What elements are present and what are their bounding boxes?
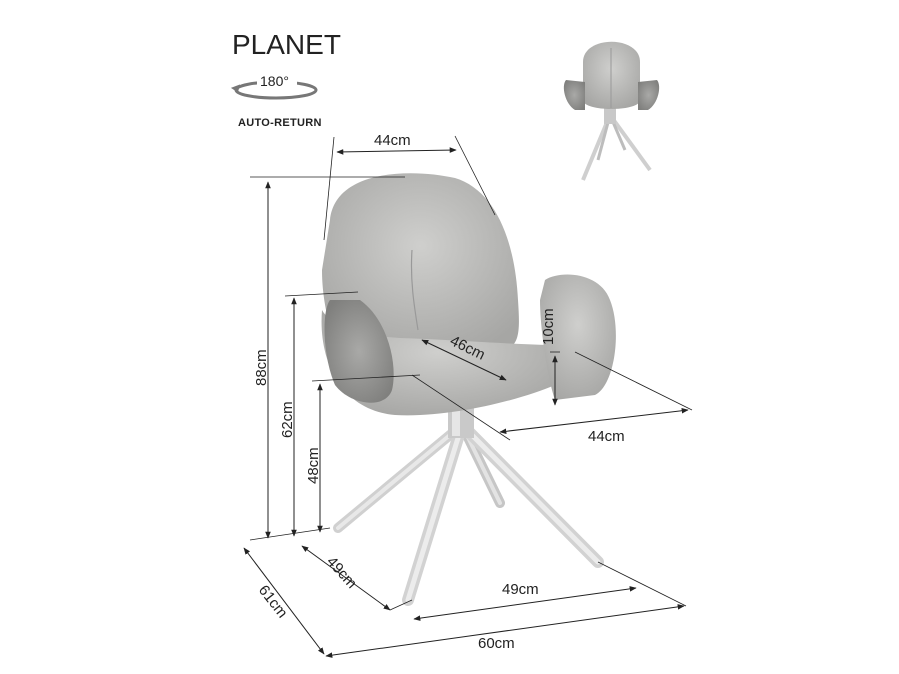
chair-base-legs <box>333 398 604 606</box>
label-backrest-width: 44cm <box>374 132 411 149</box>
dimension-lines <box>243 135 693 658</box>
label-seat-height: 48cm <box>305 447 322 484</box>
label-total-height: 88cm <box>253 349 270 386</box>
rotation-icon <box>230 70 318 100</box>
label-seat-width: 44cm <box>588 428 625 445</box>
label-base-front: 49cm <box>502 581 539 598</box>
rotation-angle: 180° <box>260 73 289 89</box>
chair-shell <box>321 173 616 416</box>
product-title: PLANET <box>232 29 341 60</box>
label-armrest-height: 62cm <box>279 401 296 438</box>
rotation-caption: AUTO-RETURN <box>238 117 322 129</box>
label-armrest-thickness: 10cm <box>540 308 557 345</box>
label-total-width: 60cm <box>478 635 515 652</box>
label-total-depth: 61cm <box>255 582 291 621</box>
label-base-side: 49cm <box>323 553 360 592</box>
chair-rear-thumbnail <box>563 41 660 181</box>
